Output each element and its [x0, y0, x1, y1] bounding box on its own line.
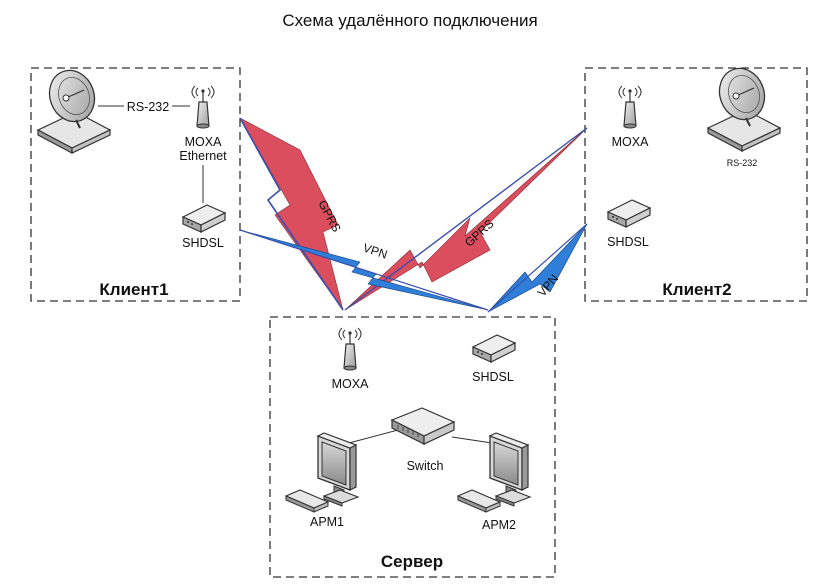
vpn-link-client1: [239, 229, 489, 311]
zone-label-client1: Клиент1: [99, 280, 168, 299]
shdsl-label-client2: SHDSL: [607, 235, 649, 249]
ethernet-label-client1: Ethernet: [179, 149, 227, 163]
gprs-link-client2: [344, 127, 588, 311]
apm1-label: АРМ1: [310, 515, 344, 529]
antenna-icon: [618, 85, 642, 129]
apm2-cable: [451, 436, 493, 444]
apm1-cable: [348, 429, 399, 444]
workstation-icon: [285, 432, 359, 513]
zone-label-server: Сервер: [381, 552, 443, 571]
shdsl-label-client1: SHDSL: [182, 236, 224, 250]
moxa-label-client1: MOXA: [185, 135, 222, 149]
vpn-label-1: VPN: [361, 241, 389, 262]
shdsl-label-server: SHDSL: [472, 370, 514, 384]
gprs-link-client1: [239, 117, 344, 311]
rs232-label-client2: RS-232: [727, 158, 758, 168]
modem-icon: [182, 204, 226, 233]
zone-label-client2: Клиент2: [662, 280, 731, 299]
modem-icon: [472, 334, 516, 363]
diagram-title: Схема удалённого подключения: [282, 11, 537, 30]
rs232-label-client1: RS-232: [127, 100, 169, 114]
client1-zone: [30, 67, 241, 302]
moxa-label-client2: MOXA: [612, 135, 649, 149]
network-switch-icon: [391, 407, 455, 445]
vpn-link-client2: [487, 223, 588, 313]
satellite-dish-icon: [37, 63, 111, 154]
moxa-label-server: MOXA: [332, 377, 369, 391]
modem-icon: [607, 199, 651, 228]
client2-zone: [584, 67, 808, 302]
workstation-icon: [457, 432, 531, 513]
switch-label: Switch: [407, 459, 444, 473]
satellite-dish-icon: [707, 61, 781, 152]
antenna-icon: [191, 85, 215, 129]
apm2-label: АРМ2: [482, 518, 516, 532]
antenna-icon: [338, 327, 362, 371]
